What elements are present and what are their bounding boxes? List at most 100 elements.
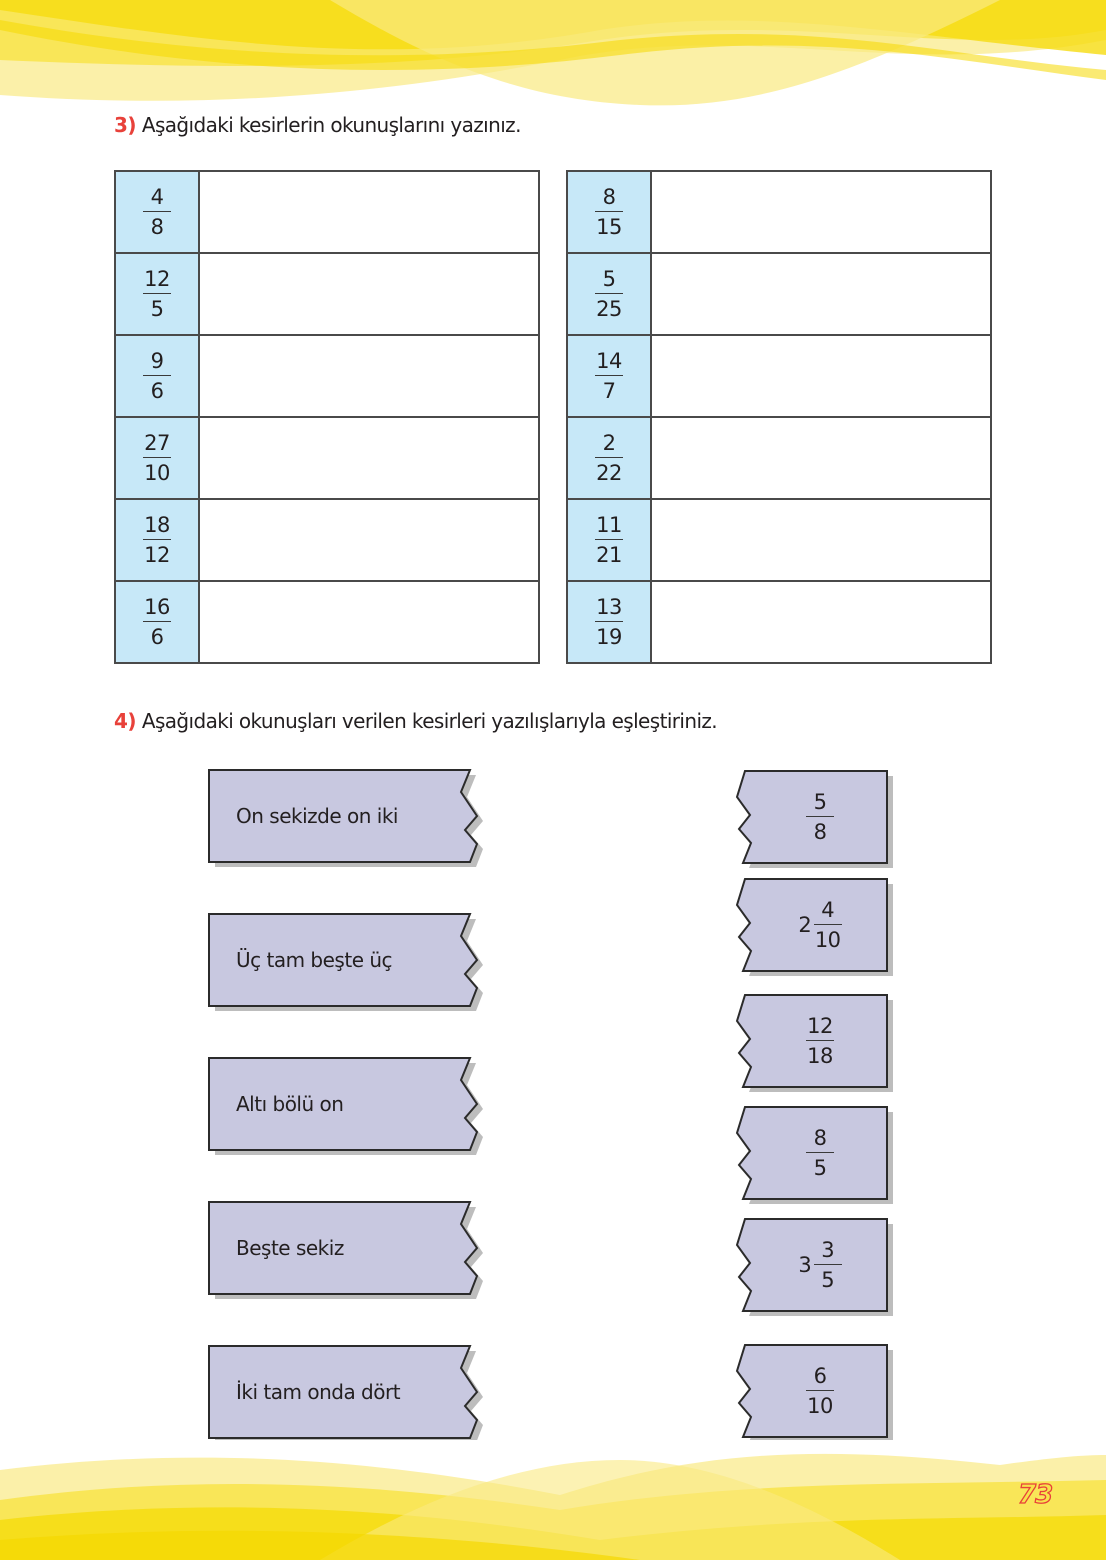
answer-field[interactable] <box>198 580 540 664</box>
fraction-bar <box>595 621 623 622</box>
numerator: 11 <box>596 513 622 537</box>
fraction-bar <box>143 621 171 622</box>
denominator: 12 <box>144 543 170 567</box>
fraction-bar <box>813 924 842 925</box>
reading-label: İki tam onda dört <box>236 1380 401 1404</box>
denominator: 5 <box>150 297 164 321</box>
card-shape <box>735 1344 893 1442</box>
reading-card[interactable]: Beşte sekiz <box>208 1201 484 1302</box>
fraction-bar <box>595 211 623 212</box>
question-4-heading: 4)Aşağıdaki okunuşları verilen kesirleri… <box>114 709 718 733</box>
numerator: 18 <box>144 513 170 537</box>
card-shape <box>735 994 893 1092</box>
answer-field[interactable] <box>650 170 992 254</box>
answer-field[interactable] <box>650 416 992 500</box>
fraction-bar <box>806 1390 834 1391</box>
answer-field[interactable] <box>650 334 992 418</box>
answer-field[interactable] <box>650 580 992 664</box>
fraction-bar <box>806 1152 834 1153</box>
numerator: 5 <box>813 790 827 814</box>
reading-card[interactable]: İki tam onda dört <box>208 1345 484 1446</box>
reading-label: Altı bölü on <box>236 1092 344 1116</box>
question-3-heading: 3)Aşağıdaki kesirlerin okunuşlarını yazı… <box>114 113 521 137</box>
fraction-bar <box>143 293 171 294</box>
bottom-wave-decoration <box>0 1440 1106 1560</box>
numerator: 5 <box>602 267 616 291</box>
answer-field[interactable] <box>198 416 540 500</box>
answer-field[interactable] <box>650 252 992 336</box>
fraction-bar <box>595 375 623 376</box>
denominator: 10 <box>144 461 170 485</box>
numerator: 14 <box>596 349 622 373</box>
answer-field[interactable] <box>198 334 540 418</box>
reading-card[interactable]: On sekizde on iki <box>208 769 484 870</box>
numerator: 4 <box>150 185 164 209</box>
whole-part: 2 <box>798 913 812 937</box>
denominator: 19 <box>596 625 622 649</box>
numerator: 2 <box>602 431 616 455</box>
numerator: 4 <box>821 898 835 922</box>
card-shape <box>208 1345 483 1443</box>
card-shape <box>208 769 483 867</box>
answer-field[interactable] <box>198 498 540 582</box>
fraction-bar <box>595 539 623 540</box>
reading-label: On sekizde on iki <box>236 804 398 828</box>
reading-card[interactable]: Üç tam beşte üç <box>208 913 484 1014</box>
fraction-bar <box>143 211 171 212</box>
card-shape <box>735 878 893 976</box>
denominator: 7 <box>602 379 616 403</box>
denominator: 6 <box>150 625 164 649</box>
card-shape <box>735 770 893 868</box>
numerator: 8 <box>813 1126 827 1150</box>
numerator: 12 <box>144 267 170 291</box>
denominator: 10 <box>807 1394 833 1418</box>
fraction-bar <box>806 1040 834 1041</box>
card-shape <box>208 1057 483 1155</box>
answer-field[interactable] <box>198 252 540 336</box>
reading-card[interactable]: Altı bölü on <box>208 1057 484 1158</box>
answer-field[interactable] <box>650 498 992 582</box>
top-wave-decoration <box>0 0 1106 110</box>
numerator: 13 <box>596 595 622 619</box>
answer-field[interactable] <box>198 170 540 254</box>
